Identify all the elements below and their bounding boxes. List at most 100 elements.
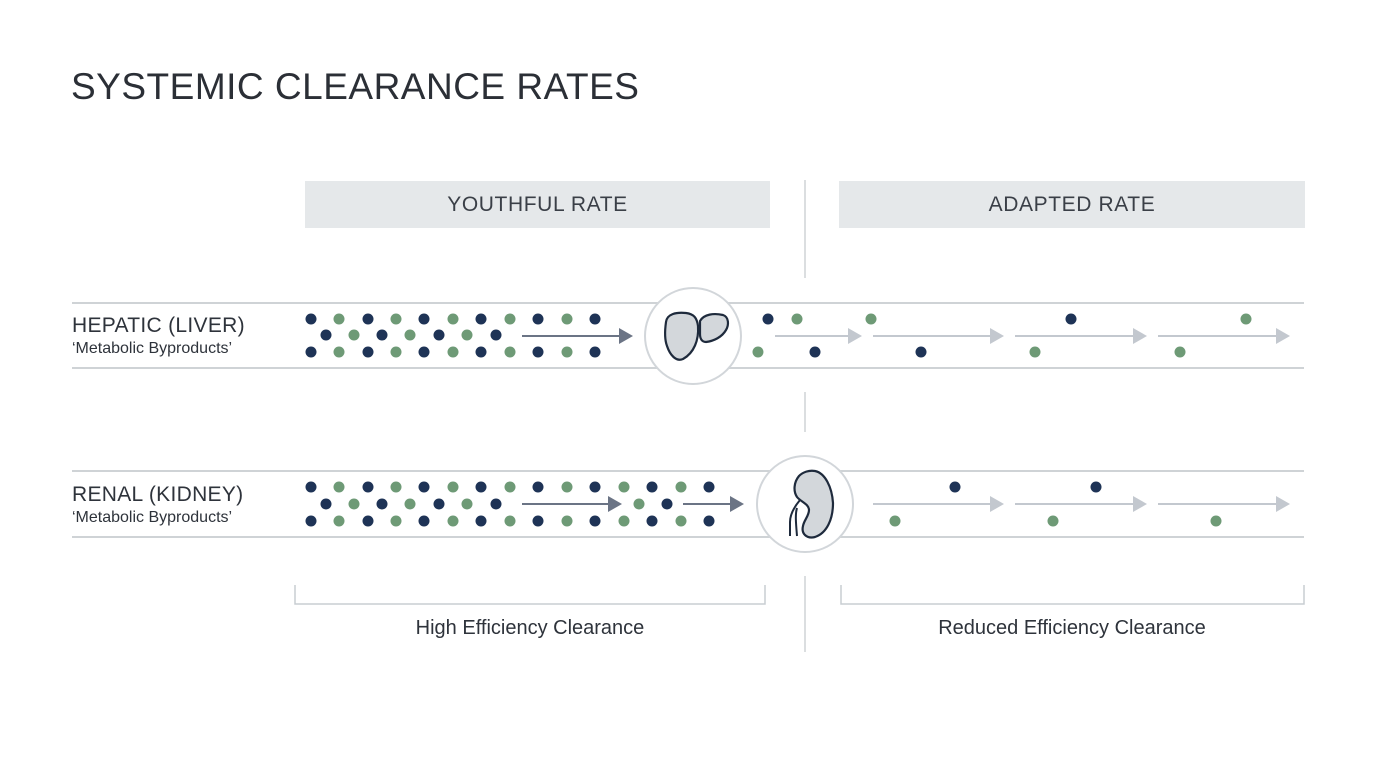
row-sublabel-renal: ‘Metabolic Byproducts’	[72, 509, 233, 526]
particle	[348, 498, 360, 510]
arrow-renal-adapted	[1015, 496, 1147, 512]
row-sublabel-hepatic: ‘Metabolic Byproducts’	[72, 340, 233, 357]
particle	[1047, 515, 1059, 527]
particle	[1029, 346, 1041, 358]
particle	[376, 498, 388, 510]
particle	[362, 481, 374, 493]
particle	[320, 498, 332, 510]
footer-label-high-efficiency: High Efficiency Clearance	[415, 617, 645, 639]
particle	[561, 481, 573, 493]
hepatic-particles	[305, 313, 1252, 358]
arrow-hepatic-youthful	[522, 328, 633, 344]
particle	[404, 498, 416, 510]
particle	[362, 515, 374, 527]
particle	[333, 313, 345, 325]
particle	[390, 481, 402, 493]
particle	[333, 346, 345, 358]
particle	[661, 498, 673, 510]
particle	[362, 346, 374, 358]
column-header-adapted: ADAPTED RATE	[839, 181, 1305, 228]
particle	[618, 481, 630, 493]
column-header-youthful: YOUTHFUL RATE	[305, 181, 770, 228]
arrow-renal-adapted	[1158, 496, 1290, 512]
particle	[305, 515, 317, 527]
arrow-renal-youthful	[683, 496, 744, 512]
particle	[675, 515, 687, 527]
liver-icon	[663, 311, 730, 361]
particle	[305, 481, 317, 493]
particle	[561, 313, 573, 325]
particle	[675, 481, 687, 493]
particle	[390, 515, 402, 527]
particle	[475, 313, 487, 325]
particle	[589, 346, 601, 358]
particle	[762, 313, 774, 325]
arrow-hepatic-adapted	[1015, 328, 1147, 344]
particle	[418, 313, 430, 325]
particle	[390, 313, 402, 325]
particle	[504, 481, 516, 493]
particle	[504, 515, 516, 527]
particle	[490, 329, 502, 341]
particle	[561, 515, 573, 527]
particle	[561, 346, 573, 358]
renal-particles	[305, 481, 1222, 527]
particle	[532, 515, 544, 527]
particle	[1065, 313, 1077, 325]
particle	[589, 481, 601, 493]
particle	[949, 481, 961, 493]
liver-organ	[644, 287, 742, 385]
particle	[532, 481, 544, 493]
bracket-reduced-efficiency	[840, 585, 1305, 605]
particle	[333, 515, 345, 527]
particle	[461, 498, 473, 510]
particle	[333, 481, 345, 493]
particle	[589, 515, 601, 527]
particle	[532, 313, 544, 325]
bracket-high-efficiency	[294, 585, 766, 605]
particle	[390, 346, 402, 358]
particle	[504, 313, 516, 325]
particle	[1090, 481, 1102, 493]
particle	[791, 313, 803, 325]
particle	[1174, 346, 1186, 358]
particle	[418, 515, 430, 527]
row-label-renal: RENAL (KIDNEY)	[72, 483, 244, 506]
kidney-organ	[756, 455, 854, 553]
kidney-icon	[789, 469, 835, 539]
particle	[447, 313, 459, 325]
particle	[752, 346, 764, 358]
particle	[475, 481, 487, 493]
particle	[418, 346, 430, 358]
particle	[447, 515, 459, 527]
particle	[865, 313, 877, 325]
particle	[1240, 313, 1252, 325]
particle	[348, 329, 360, 341]
particle	[889, 515, 901, 527]
particle	[809, 346, 821, 358]
particle	[646, 515, 658, 527]
particle	[433, 329, 445, 341]
arrow-renal-youthful	[522, 496, 622, 512]
particle	[915, 346, 927, 358]
arrow-renal-adapted	[873, 496, 1004, 512]
flow-arrows	[522, 328, 1290, 512]
particle	[589, 313, 601, 325]
particle	[703, 515, 715, 527]
particle	[703, 481, 715, 493]
arrow-hepatic-adapted	[1158, 328, 1290, 344]
particle	[305, 313, 317, 325]
page-title: SYSTEMIC CLEARANCE RATES	[71, 66, 640, 107]
particle	[320, 329, 332, 341]
particle	[404, 329, 416, 341]
particle	[646, 481, 658, 493]
particle	[418, 481, 430, 493]
footer-label-reduced-efficiency: Reduced Efficiency Clearance	[938, 617, 1206, 639]
arrow-hepatic-adapted	[775, 328, 862, 344]
particle	[305, 346, 317, 358]
particle	[362, 313, 374, 325]
particle	[504, 346, 516, 358]
row-label-hepatic: HEPATIC (LIVER)	[72, 314, 245, 337]
particle	[376, 329, 388, 341]
